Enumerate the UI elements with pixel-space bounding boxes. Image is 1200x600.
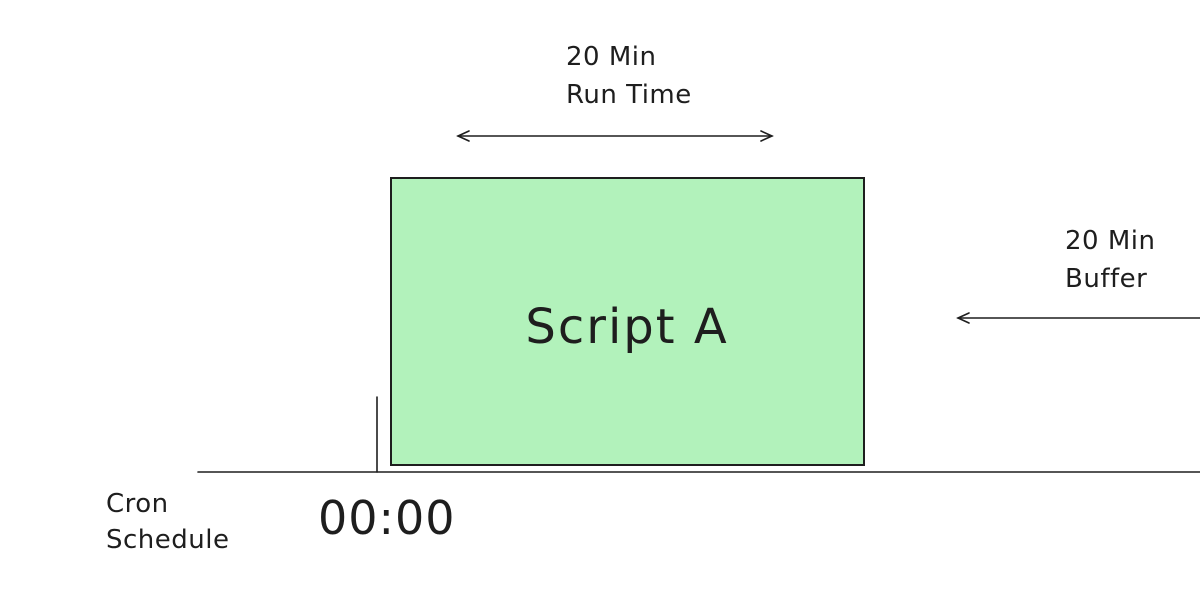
run-time-label: 20 Min Run Time <box>566 38 692 114</box>
cron-label-line2: Schedule <box>106 525 230 555</box>
buffer-arrow <box>956 312 1200 324</box>
buffer-duration: 20 Min <box>1065 226 1156 256</box>
run-time-arrow <box>456 130 774 142</box>
run-time-caption: Run Time <box>566 80 692 110</box>
buffer-caption: Buffer <box>1065 264 1148 294</box>
script-box <box>390 177 865 466</box>
script-label: Script A <box>525 299 729 355</box>
buffer-label: 20 Min Buffer <box>1065 222 1155 298</box>
start-time-label: 00:00 <box>318 491 456 545</box>
cron-schedule-label: Cron Schedule <box>106 486 229 558</box>
run-time-duration: 20 Min <box>566 42 657 72</box>
cron-label-line1: Cron <box>106 489 169 519</box>
